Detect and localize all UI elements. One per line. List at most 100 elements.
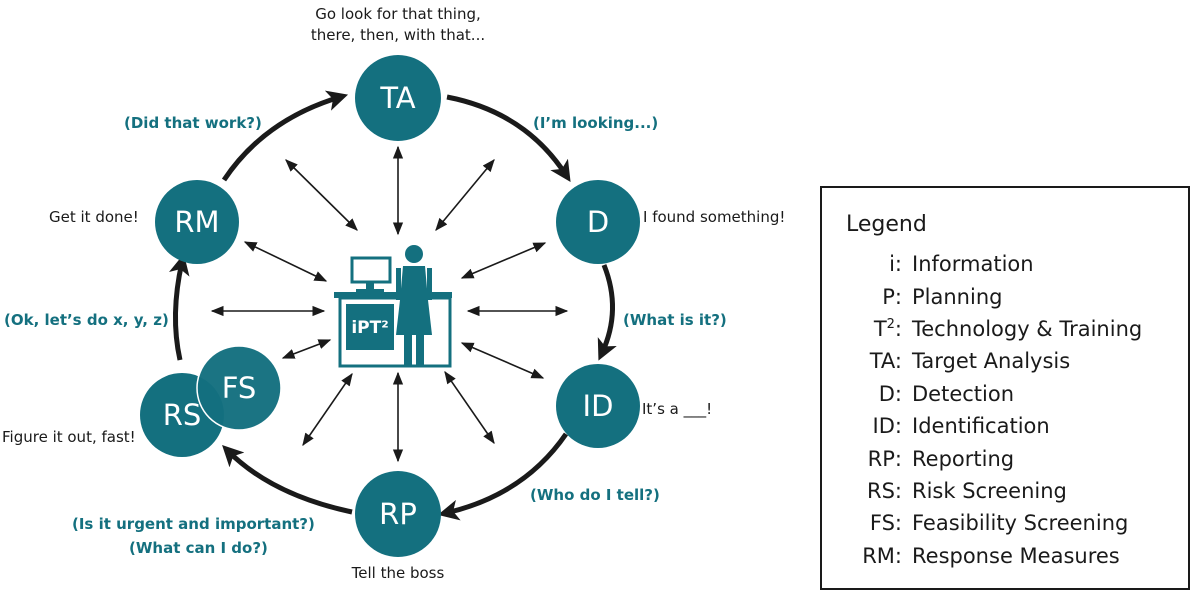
- desk-person-icon: iPT²: [334, 245, 452, 368]
- legend-abbr: RS:: [822, 479, 912, 503]
- arrow-fs-to-rm: [168, 253, 190, 361]
- connector-rp-rs: [302, 372, 353, 447]
- legend-desc: Information: [912, 252, 1034, 277]
- node-circle-rm: [155, 180, 239, 264]
- legend-abbr-suffix: :: [894, 316, 902, 341]
- question-looking: (I’m looking...): [533, 114, 658, 132]
- person-icon: [396, 245, 432, 365]
- arrow-d-to-id: [597, 264, 617, 361]
- legend-abbr: D:: [822, 382, 912, 406]
- node-id: ID: [556, 364, 640, 448]
- caption-d: I found something!: [643, 208, 785, 226]
- connector-rm: [243, 241, 328, 282]
- legend-abbr: T2:: [822, 317, 912, 341]
- legend-item: ID: Identification: [822, 410, 1188, 442]
- legend-desc: Technology & Training: [912, 316, 1143, 341]
- monitor-icon: [350, 256, 392, 284]
- connector-rm-ta: [285, 159, 358, 231]
- legend-abbr-sup: 2: [886, 316, 895, 332]
- legend-abbr-text: FS:: [869, 511, 902, 536]
- nodes: TA D ID RP RM RS FS: [140, 55, 640, 557]
- legend-desc: Response Measures: [912, 543, 1120, 568]
- legend-item: RM: Response Measures: [822, 540, 1188, 572]
- node-label-ta: TA: [379, 81, 415, 115]
- arrow-rp-to-rs: [222, 445, 353, 515]
- legend-title: Legend: [846, 212, 927, 237]
- cycle-diagram: iPT² TA D ID RP RM RS FS Go look for that thin…: [2, 5, 785, 582]
- connector-d: [460, 242, 547, 279]
- legend-abbr-text: T: [873, 316, 887, 341]
- node-label-id: ID: [583, 389, 614, 423]
- node-label-fs: FS: [222, 371, 257, 405]
- arrow-rm-to-ta: [221, 90, 349, 182]
- legend-item: i: Information: [822, 248, 1188, 280]
- legend-abbr-text: D:: [878, 381, 902, 406]
- legend-abbr: RP:: [822, 447, 912, 471]
- question-did-that-work: (Did that work?): [124, 114, 262, 132]
- legend-abbr: TA:: [822, 349, 912, 373]
- caption-rm: Get it done!: [49, 208, 139, 226]
- legend-desc: Feasibility Screening: [912, 511, 1129, 536]
- legend-abbr-text: P:: [882, 284, 902, 309]
- caption-rp: Tell the boss: [351, 564, 445, 582]
- arrow-ta-to-d: [446, 94, 571, 183]
- legend-abbr: i:: [822, 252, 912, 276]
- legend-item: TA: Target Analysis: [822, 345, 1188, 377]
- node-rm: RM: [155, 180, 239, 264]
- legend-abbr: P:: [822, 285, 912, 309]
- legend-abbr-text: i:: [889, 252, 902, 277]
- legend-abbr-text: ID:: [872, 414, 902, 439]
- node-circle-ta: [355, 55, 441, 141]
- legend-item: D: Detection: [822, 378, 1188, 410]
- legend-desc: Planning: [912, 284, 1003, 309]
- caption-rs: Figure it out, fast!: [2, 428, 136, 446]
- question-who-do-i-tell: (Who do I tell?): [530, 486, 660, 504]
- legend-desc: Reporting: [912, 446, 1015, 471]
- caption-ta-line2: there, then, with that...: [311, 26, 485, 44]
- legend-desc: Target Analysis: [912, 349, 1071, 374]
- connector-id-rp: [444, 370, 495, 445]
- legend-desc: Detection: [912, 381, 1015, 406]
- desk-icon: [334, 292, 452, 298]
- legend-item: P: Planning: [822, 280, 1188, 312]
- cycle-arrows: [168, 90, 617, 521]
- node-ta: TA: [355, 55, 441, 141]
- question-what-can-i-do: (What can I do?): [129, 539, 268, 557]
- node-circle-id: [556, 364, 640, 448]
- legend-item: RP: Reporting: [822, 442, 1188, 474]
- node-circle-fs: [196, 345, 282, 431]
- question-ok-lets: (Ok, let’s do x, y, z): [4, 311, 169, 329]
- caption-id: It’s a ___!: [642, 400, 712, 419]
- legend-abbr-text: RP:: [867, 446, 902, 471]
- legend-abbr-text: RS:: [867, 478, 902, 503]
- node-fs: FS: [196, 345, 282, 431]
- legend-abbr: ID:: [822, 414, 912, 438]
- legend-abbr: FS:: [822, 511, 912, 535]
- question-urgent: (Is it urgent and important?): [72, 515, 315, 533]
- connector-id: [460, 342, 545, 379]
- node-rp: RP: [355, 471, 441, 557]
- center-label: iPT²: [351, 318, 388, 338]
- legend-abbr-text: RM:: [862, 543, 902, 568]
- legend-item: RS: Risk Screening: [822, 475, 1188, 507]
- legend-item: FS: Feasibility Screening: [822, 507, 1188, 539]
- legend-desc: Identification: [912, 414, 1050, 439]
- node-label-rm: RM: [174, 205, 219, 239]
- caption-ta-line1: Go look for that thing,: [315, 5, 481, 23]
- node-label-rs: RS: [163, 398, 202, 432]
- legend-item: T2:Technology & Training: [822, 313, 1188, 345]
- node-label-rp: RP: [379, 497, 417, 531]
- legend-abbr-text: TA:: [869, 349, 902, 374]
- node-label-d: D: [587, 205, 609, 239]
- question-what-is-it: (What is it?): [623, 311, 727, 329]
- legend-abbr: RM:: [822, 544, 912, 568]
- legend-desc: Risk Screening: [912, 478, 1067, 503]
- connector-arrows: [210, 145, 569, 463]
- node-d: D: [556, 180, 640, 264]
- arrow-id-to-rp: [437, 432, 569, 521]
- node-circle-rp: [355, 471, 441, 557]
- connector-fs: [281, 339, 332, 359]
- node-circle-d: [556, 180, 640, 264]
